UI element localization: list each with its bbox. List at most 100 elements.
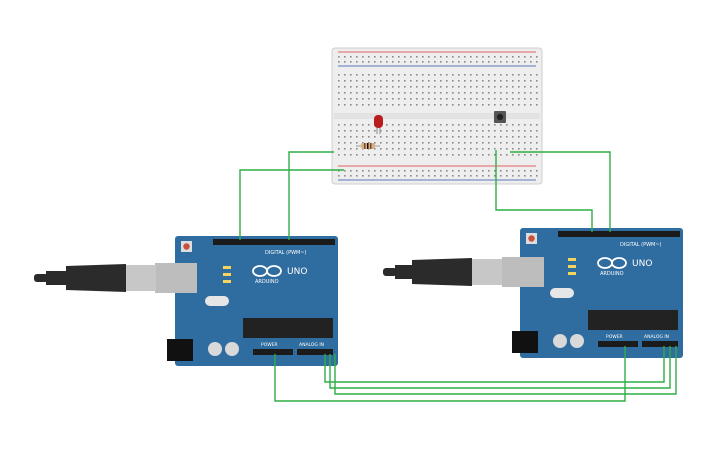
resistor[interactable] xyxy=(356,143,380,149)
breadboard-hole xyxy=(482,124,484,126)
breadboard-hole xyxy=(452,104,454,106)
breadboard-hole xyxy=(410,130,412,132)
breadboard-hole xyxy=(530,130,532,132)
breadboard-hole xyxy=(512,154,514,156)
breadboard-hole xyxy=(506,61,508,63)
led[interactable] xyxy=(374,115,383,134)
breadboard-hole xyxy=(404,98,406,100)
breadboard-hole xyxy=(362,80,364,82)
breadboard-hole xyxy=(422,98,424,100)
breadboard-hole xyxy=(470,61,472,63)
wire-power-link[interactable] xyxy=(274,346,626,402)
breadboard-hole xyxy=(338,136,340,138)
breadboard-hole xyxy=(338,170,340,172)
breadboard-hole xyxy=(386,124,388,126)
breadboard-hole xyxy=(398,104,400,106)
breadboard-hole xyxy=(410,142,412,144)
breadboard-hole xyxy=(458,175,460,177)
arduino-uno-left[interactable]: DIGITAL (PWM~) ARDUINO UNO POWER ANALOG … xyxy=(167,236,338,366)
breadboard-hole xyxy=(506,136,508,138)
breadboard-hole xyxy=(344,74,346,76)
breadboard-hole xyxy=(386,98,388,100)
breadboard-hole xyxy=(494,98,496,100)
breadboard-hole xyxy=(470,148,472,150)
breadboard-hole xyxy=(476,136,478,138)
atmega-chip xyxy=(588,310,678,330)
breadboard-hole xyxy=(368,142,370,144)
breadboard-hole xyxy=(530,61,532,63)
power-jack[interactable] xyxy=(167,339,193,361)
breadboard-hole xyxy=(374,154,376,156)
breadboard-hole xyxy=(434,148,436,150)
breadboard-hole xyxy=(410,74,412,76)
breadboard-hole xyxy=(368,104,370,106)
indicator-led xyxy=(568,272,576,275)
breadboard-hole xyxy=(536,148,538,150)
wire-breadboard-to-left-arduino[interactable] xyxy=(288,151,334,240)
breadboard-hole xyxy=(446,170,448,172)
breadboard-hole xyxy=(470,104,472,106)
power-jack[interactable] xyxy=(512,331,538,353)
breadboard-hole xyxy=(530,142,532,144)
digital-header-label: DIGITAL (PWM~) xyxy=(620,242,662,248)
breadboard[interactable] xyxy=(331,47,543,185)
wire-analog-link[interactable] xyxy=(329,346,671,389)
breadboard-hole xyxy=(428,61,430,63)
arduino-uno-right[interactable]: DIGITAL (PWM~) ARDUINO UNO POWER ANALOG … xyxy=(512,228,683,358)
breadboard-hole xyxy=(518,86,520,88)
resistor-band xyxy=(364,143,366,149)
breadboard-hole xyxy=(356,154,358,156)
wire-breadboard-to-right-arduino[interactable] xyxy=(510,151,611,232)
breadboard-hole xyxy=(440,170,442,172)
breadboard-hole xyxy=(374,86,376,88)
breadboard-hole xyxy=(368,56,370,58)
wire-analog-link[interactable] xyxy=(334,346,677,395)
wire-button-to-right-arduino[interactable] xyxy=(495,150,593,232)
breadboard-hole xyxy=(356,56,358,58)
breadboard-hole xyxy=(464,170,466,172)
breadboard-hole xyxy=(494,86,496,88)
breadboard-hole xyxy=(344,170,346,172)
breadboard-hole xyxy=(416,74,418,76)
breadboard-hole xyxy=(344,86,346,88)
breadboard-hole xyxy=(428,170,430,172)
breadboard-hole xyxy=(434,92,436,94)
breadboard-hole xyxy=(398,61,400,63)
breadboard-hole xyxy=(434,142,436,144)
breadboard-hole xyxy=(482,98,484,100)
breadboard-hole xyxy=(494,130,496,132)
breadboard-hole xyxy=(392,86,394,88)
wire-breadboard-to-left-arduino[interactable] xyxy=(239,169,344,240)
breadboard-hole xyxy=(422,92,424,94)
breadboard-hole xyxy=(458,74,460,76)
wire-analog-link[interactable] xyxy=(324,346,665,383)
model-text: UNO xyxy=(632,259,652,269)
breadboard-hole xyxy=(488,56,490,58)
breadboard-hole xyxy=(368,92,370,94)
breadboard-hole xyxy=(446,130,448,132)
breadboard-hole xyxy=(422,80,424,82)
pushbutton[interactable] xyxy=(494,111,506,123)
breadboard-hole xyxy=(482,170,484,172)
breadboard-hole xyxy=(428,86,430,88)
breadboard-hole xyxy=(392,136,394,138)
breadboard-hole xyxy=(476,61,478,63)
breadboard-hole xyxy=(398,98,400,100)
arduino-logo xyxy=(252,265,282,277)
breadboard-hole xyxy=(470,154,472,156)
usb-cable-right[interactable] xyxy=(383,257,544,287)
breadboard-hole xyxy=(362,124,364,126)
breadboard-hole xyxy=(440,74,442,76)
breadboard-hole xyxy=(458,142,460,144)
breadboard-hole xyxy=(344,175,346,177)
capacitor xyxy=(225,342,239,356)
breadboard-hole xyxy=(374,56,376,58)
breadboard-hole xyxy=(524,154,526,156)
breadboard-hole xyxy=(362,86,364,88)
usb-cable-left[interactable] xyxy=(34,263,197,293)
breadboard-hole xyxy=(392,80,394,82)
breadboard-hole xyxy=(362,104,364,106)
breadboard-hole xyxy=(476,124,478,126)
breadboard-hole xyxy=(380,98,382,100)
